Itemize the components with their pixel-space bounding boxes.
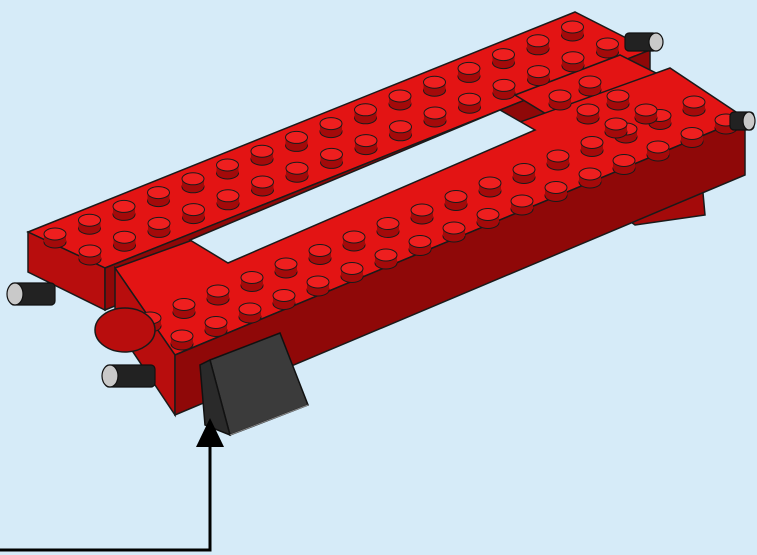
stud <box>217 159 239 179</box>
stud <box>493 79 515 99</box>
stud <box>562 21 584 41</box>
stud <box>547 150 569 170</box>
stud <box>605 118 627 138</box>
stud <box>579 76 601 96</box>
stud <box>479 177 501 197</box>
stud <box>513 164 535 184</box>
stud <box>459 93 481 113</box>
stud <box>613 155 635 175</box>
stud <box>458 62 480 82</box>
stud <box>113 200 135 220</box>
stud <box>217 190 239 210</box>
stud <box>581 137 603 157</box>
stud <box>275 258 297 278</box>
stud <box>411 204 433 224</box>
stud <box>577 104 599 124</box>
stud <box>607 90 629 110</box>
stud <box>683 96 705 116</box>
stud <box>273 290 295 310</box>
stud <box>307 276 329 296</box>
stud <box>445 191 467 211</box>
pin-right <box>730 112 755 130</box>
stud <box>377 218 399 238</box>
stud <box>309 245 331 265</box>
round-plate <box>95 308 155 352</box>
stud <box>239 303 261 323</box>
stud <box>545 182 567 202</box>
stud <box>341 263 363 283</box>
stud <box>597 38 619 58</box>
stud <box>409 236 431 256</box>
stud <box>390 121 412 141</box>
stud <box>681 128 703 148</box>
stud <box>635 104 657 124</box>
stud <box>182 173 204 193</box>
stud <box>511 195 533 215</box>
stud <box>320 118 342 138</box>
stud <box>286 162 308 182</box>
stud <box>375 249 397 269</box>
stud <box>148 217 170 237</box>
stud <box>528 66 550 86</box>
stud <box>549 90 571 110</box>
stud <box>493 49 515 69</box>
stud <box>579 168 601 188</box>
stud <box>355 135 377 155</box>
stud <box>79 214 101 234</box>
stud <box>183 204 205 224</box>
stud <box>286 131 308 151</box>
stud <box>527 35 549 55</box>
stud <box>148 187 170 207</box>
stud <box>252 176 274 196</box>
stud <box>389 90 411 110</box>
stud <box>562 52 584 72</box>
stud <box>355 104 377 124</box>
stud <box>79 245 101 265</box>
stud <box>424 76 446 96</box>
stud <box>205 317 227 337</box>
stud <box>44 228 66 248</box>
pin-left <box>7 283 55 305</box>
stud <box>207 285 229 305</box>
pin-back-right <box>625 33 663 51</box>
stud <box>173 299 195 319</box>
callout-arrow <box>0 418 224 550</box>
stud <box>251 145 273 165</box>
stud <box>477 209 499 229</box>
stud <box>443 222 465 242</box>
pin-front <box>102 365 155 387</box>
stud <box>241 272 263 292</box>
stud <box>647 141 669 161</box>
stud <box>321 148 343 168</box>
stud <box>343 231 365 251</box>
stud <box>171 330 193 350</box>
stud <box>114 231 136 251</box>
stud <box>424 107 446 127</box>
